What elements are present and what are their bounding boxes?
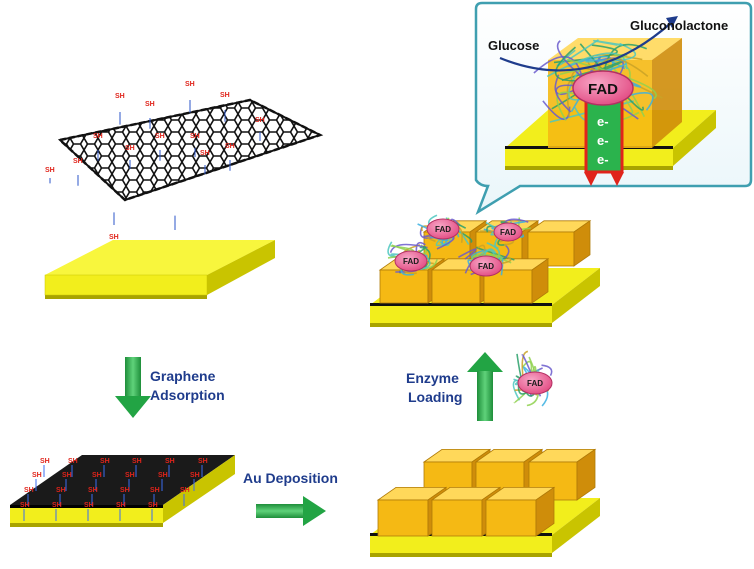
thiol-label: SH: [198, 458, 208, 465]
enzyme-loading-label-line2: Loading: [408, 389, 462, 405]
thiol-label: SH: [150, 487, 160, 494]
thiol-label: SH: [84, 502, 94, 509]
fad-label-3: FAD: [478, 262, 494, 271]
protein-ribbon: [549, 100, 634, 123]
thiol-label: SH: [62, 472, 72, 479]
thiol-label: SH: [116, 502, 126, 509]
electron-2: e-: [597, 133, 609, 148]
fad-label-4: FAD: [500, 228, 516, 237]
thiol-label: SH: [190, 133, 200, 140]
free-enzyme-fad-label: FAD: [527, 379, 543, 388]
graphene-adsorption-arrow: [115, 357, 151, 418]
thiol-label: SH: [88, 487, 98, 494]
thiol-label: SH: [190, 472, 200, 479]
au-deposition-arrow: [256, 496, 326, 526]
thiol-label: SH: [200, 150, 210, 157]
callout-fad: [572, 70, 634, 106]
graphene-adsorption-label-line1: Graphene: [150, 368, 216, 384]
au-deposition-label: Au Deposition: [243, 470, 338, 486]
thiol-label: SH: [180, 487, 190, 494]
thiol-label: SH: [185, 81, 195, 88]
free-enzyme: FAD: [512, 350, 553, 407]
thiol-label: SH: [45, 167, 55, 174]
gluconolactone-label: Gluconolactone: [630, 18, 728, 33]
enzyme-loading-label-line1: Enzyme: [406, 370, 459, 386]
protein-ribbon: [585, 42, 636, 63]
protein-ribbon: [593, 39, 624, 46]
thiol-label: SH: [115, 93, 125, 100]
gold-nanocubes: [376, 448, 597, 537]
protein-ribbon: [389, 243, 428, 253]
callout-fad-label: FAD: [588, 81, 618, 98]
thiol-label: SH: [73, 158, 83, 165]
protein-ribbon: [419, 246, 431, 270]
thiol-label: SH: [92, 472, 102, 479]
thiol-label: SH: [20, 502, 30, 509]
thiol-label: SH: [145, 101, 155, 108]
thiol-label: SH: [109, 234, 119, 241]
thiol-label: SH: [100, 458, 110, 465]
thiol-label: SH: [165, 458, 175, 465]
thiol-label: SH: [120, 487, 130, 494]
protein-ribbon: [541, 364, 553, 376]
protein-ribbon: [567, 58, 657, 100]
fad-label-1: FAD: [435, 225, 451, 234]
thiol-label: SH: [220, 92, 230, 99]
electron-channel: [584, 98, 624, 186]
electron-3: e-: [597, 152, 609, 167]
thiol-label: SH: [255, 117, 265, 124]
fad-markers: FAD FAD FAD FAD: [394, 218, 523, 277]
thiol-label: SH: [68, 458, 78, 465]
enzyme-loading-arrow: [467, 352, 503, 421]
thiol-label: SH: [93, 133, 103, 140]
reaction-arrow: [499, 16, 678, 72]
fad-label-2: FAD: [403, 257, 419, 266]
thiol-label: SH: [132, 458, 142, 465]
thiol-label: SH: [40, 458, 50, 465]
graphene-adsorption-label-line2: Adsorption: [150, 387, 225, 403]
thiol-label: SH: [56, 487, 66, 494]
gold-substrate-bare: [44, 240, 275, 299]
thiol-label: SH: [148, 502, 158, 509]
surface-thiol-groups: SH SH SH SH SH SH SH SH SH SH SH SH SH SH SH SH SH SH SH SH…: [20, 458, 208, 521]
thiol-label: SH: [32, 472, 42, 479]
thiol-label: SH: [155, 133, 165, 140]
thiol-label: SH: [158, 472, 168, 479]
thiol-label: SH: [125, 472, 135, 479]
thiol-label: SH: [52, 502, 62, 509]
electron-1: e-: [597, 114, 609, 129]
glucose-label: Glucose: [488, 38, 539, 53]
thiol-label: SH: [225, 143, 235, 150]
protein-ribbon: [458, 248, 477, 260]
graphene-coated-substrate: [10, 455, 235, 527]
graphene-sheet: [57, 98, 324, 202]
thiol-label: SH: [24, 487, 34, 494]
gold-nanocube: [484, 486, 556, 537]
thiol-label: SH: [125, 145, 135, 152]
